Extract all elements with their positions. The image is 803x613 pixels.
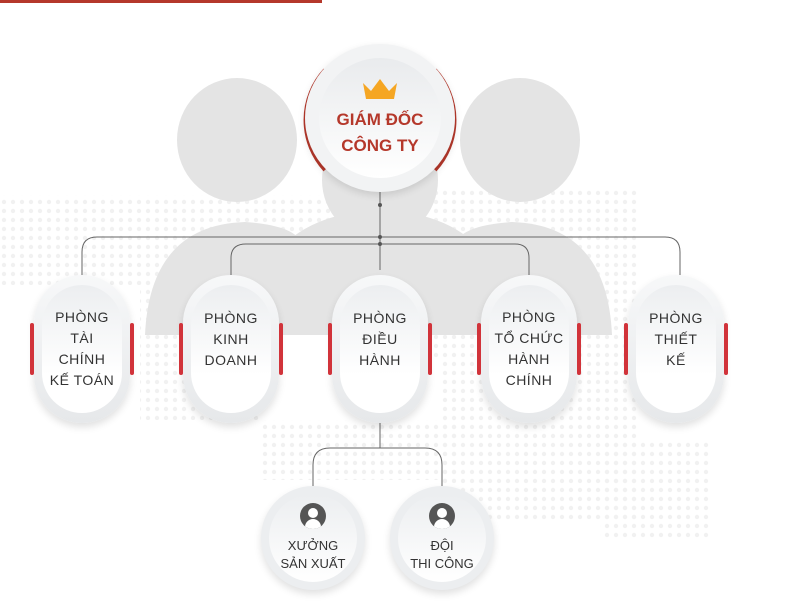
- top-accent-bar: [0, 0, 322, 3]
- department-label-line: PHÒNG: [353, 309, 407, 326]
- department-label-line: PHÒNG: [204, 309, 258, 326]
- department-administration[interactable]: PHÒNG TỔ CHỨC HÀNH CHÍNH: [477, 275, 581, 423]
- subunit-production-workshop[interactable]: XƯỞNG SẢN XUẤT: [261, 486, 365, 590]
- department-label-line: KINH: [213, 330, 249, 347]
- subunit-label-line: ĐỘI: [430, 538, 454, 553]
- department-label-line: DOANH: [204, 351, 258, 368]
- side-accent: [30, 323, 34, 375]
- subunit-label-line: SẢN XUẤT: [280, 556, 346, 571]
- department-label-line: TÀI: [70, 330, 94, 346]
- side-accent: [130, 323, 134, 375]
- side-accent: [428, 323, 432, 375]
- side-accent: [179, 323, 183, 375]
- department-label-line: THIẾT: [654, 330, 698, 347]
- department-label-line: TỔ CHỨC: [494, 330, 564, 346]
- department-label-line: HÀNH: [508, 351, 550, 367]
- side-accent: [624, 323, 628, 375]
- subunit-label-line: XƯỞNG: [287, 538, 339, 553]
- department-label-line: KẾ: [666, 351, 686, 368]
- connector-node: [378, 235, 382, 239]
- department-label-line: ĐIỀU: [362, 330, 398, 347]
- side-accent: [477, 323, 481, 375]
- director-node[interactable]: GIÁM ĐỐC CÔNG TY: [305, 44, 455, 192]
- user-icon: [300, 503, 326, 529]
- side-accent: [279, 323, 283, 375]
- side-accent: [724, 323, 728, 375]
- department-label-line: CHÍNH: [505, 372, 553, 388]
- department-label-line: PHÒNG: [649, 309, 703, 326]
- department-label-line: HÀNH: [359, 351, 401, 368]
- director-title-line2: CÔNG TY: [341, 136, 419, 155]
- side-accent: [577, 323, 581, 375]
- department-finance-accounting[interactable]: PHÒNG TÀI CHÍNH KẾ TOÁN: [30, 275, 134, 423]
- subunit-construction-team[interactable]: ĐỘI THI CÔNG: [390, 486, 494, 590]
- subunit-label-line: THI CÔNG: [410, 556, 474, 571]
- user-icon: [429, 503, 455, 529]
- department-label-line: CHÍNH: [58, 351, 106, 367]
- director-title-line1: GIÁM ĐỐC: [336, 110, 424, 129]
- department-design[interactable]: PHÒNG THIẾT KẾ: [624, 275, 728, 423]
- side-accent: [328, 323, 332, 375]
- department-label-line: PHÒNG: [55, 309, 109, 325]
- department-operations[interactable]: PHÒNG ĐIỀU HÀNH: [328, 275, 432, 423]
- department-label-line: PHÒNG: [502, 309, 556, 325]
- department-label-line: KẾ TOÁN: [49, 372, 115, 388]
- department-sales[interactable]: PHÒNG KINH DOANH: [179, 275, 283, 423]
- connector-node: [378, 203, 382, 207]
- crown-icon: [363, 79, 397, 99]
- connector-node: [378, 242, 382, 246]
